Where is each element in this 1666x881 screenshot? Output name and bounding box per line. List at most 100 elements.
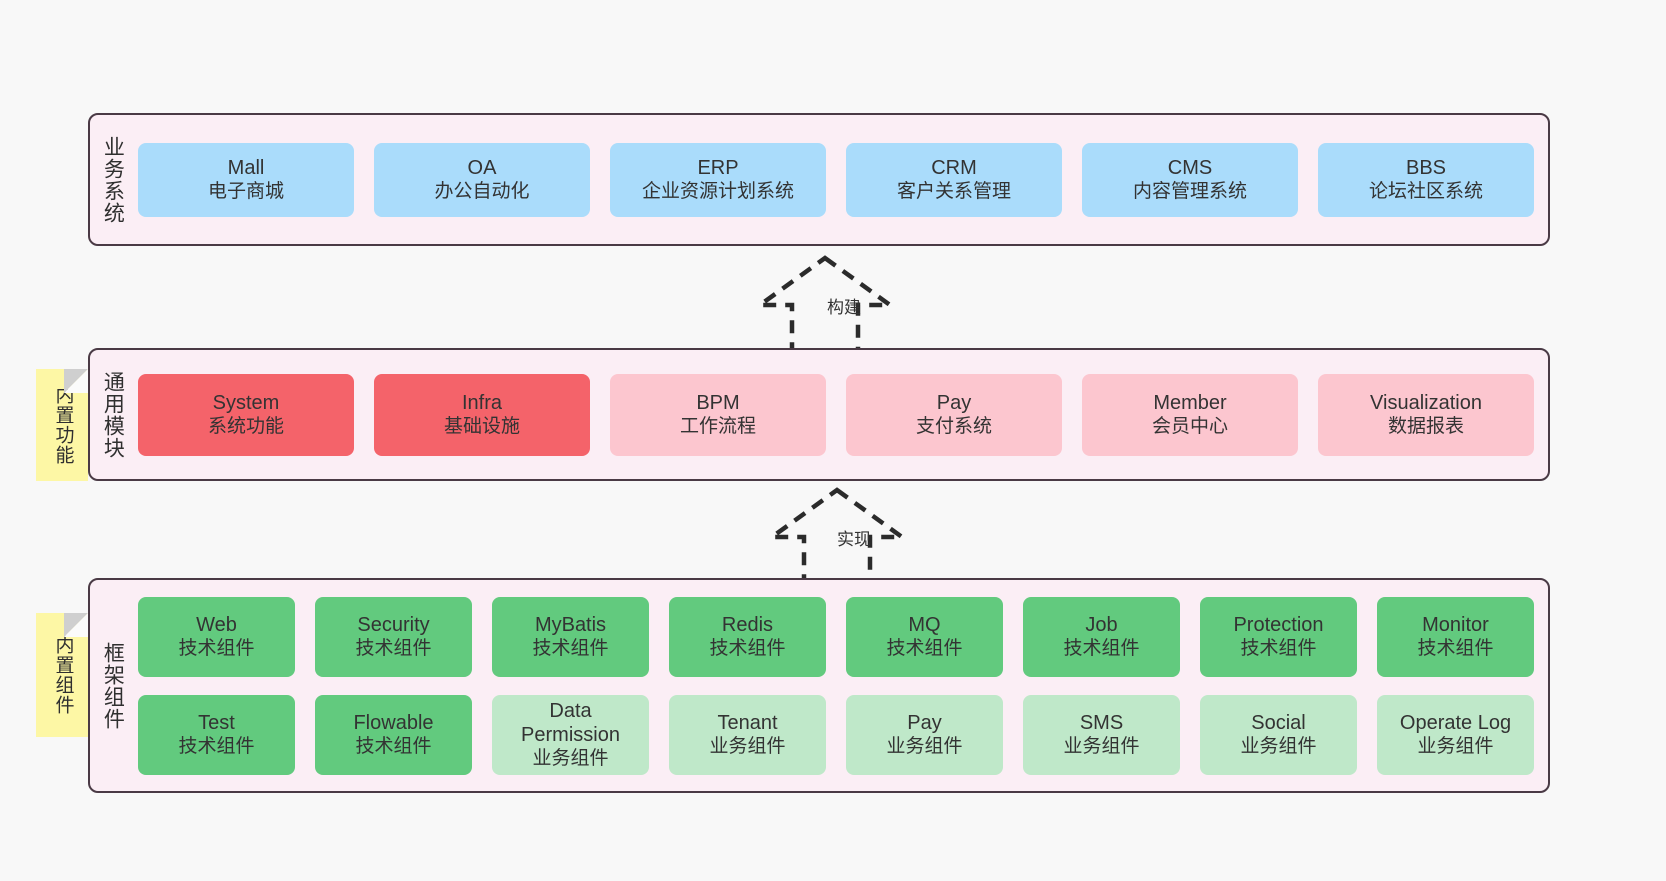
- node-security[interactable]: Security 技术组件: [315, 596, 472, 677]
- node-job[interactable]: Job 技术组件: [1023, 596, 1180, 677]
- node-subtitle: 业务组件: [886, 736, 963, 758]
- node-mybatis[interactable]: MyBatis 技术组件: [492, 596, 649, 677]
- node-mall[interactable]: Mall 电子商城: [138, 142, 354, 217]
- node-flowable[interactable]: Flowable 技术组件: [315, 694, 472, 775]
- node-subtitle: 技术组件: [1417, 638, 1494, 660]
- node-subtitle: 内容管理系统: [1132, 181, 1247, 203]
- layer-body-framework: Web 技术组件 Security 技术组件 MyBatis 技术组件 Redi…: [134, 580, 1548, 791]
- node-subtitle: 技术组件: [709, 638, 786, 660]
- node-title: Redis: [721, 613, 774, 636]
- arrow-build: 构建: [740, 253, 930, 354]
- node-title: Pay: [907, 711, 942, 734]
- layer-row: Test 技术组件 Flowable 技术组件 Data Permission …: [138, 694, 1534, 775]
- note-builtin-features: 内置功能: [36, 369, 88, 481]
- layer-row: System 系统功能 Infra 基础设施 BPM 工作流程 Pay 支付系统…: [138, 373, 1534, 456]
- node-title: Social: [1251, 711, 1306, 734]
- node-title: CRM: [931, 156, 977, 179]
- node-subtitle: 技术组件: [1240, 638, 1317, 660]
- node-subtitle: 客户关系管理: [896, 181, 1011, 203]
- node-title: Job: [1085, 613, 1118, 636]
- node-subtitle: 业务组件: [709, 736, 786, 758]
- node-subtitle: 技术组件: [178, 638, 255, 660]
- node-title: SMS: [1079, 711, 1124, 734]
- layer-title-framework: 框架组件: [101, 641, 125, 730]
- node-subtitle: 办公自动化: [434, 181, 530, 203]
- node-subtitle: 业务组件: [1417, 736, 1494, 758]
- node-title: Protection: [1233, 613, 1324, 636]
- node-title: BPM: [696, 391, 740, 414]
- node-subtitle: 技术组件: [532, 638, 609, 660]
- layer-business-systems: 业务系统 Mall 电子商城 OA 办公自动化 ERP 企业资源计划系统 CRM…: [88, 113, 1550, 246]
- node-pay[interactable]: Pay 支付系统: [846, 373, 1062, 456]
- node-subtitle: 系统功能: [207, 416, 284, 438]
- node-title: Mall: [227, 156, 265, 179]
- arrow-up-dashed-icon: [765, 487, 909, 586]
- node-operate-log[interactable]: Operate Log 业务组件: [1377, 694, 1534, 775]
- note-label: 内置功能: [52, 385, 74, 465]
- node-subtitle: 技术组件: [886, 638, 963, 660]
- layer-body-business: Mall 电子商城 OA 办公自动化 ERP 企业资源计划系统 CRM 客户关系…: [134, 115, 1548, 244]
- node-erp[interactable]: ERP 企业资源计划系统: [610, 142, 826, 217]
- node-test[interactable]: Test 技术组件: [138, 694, 295, 775]
- node-protection[interactable]: Protection 技术组件: [1200, 596, 1357, 677]
- node-bbs[interactable]: BBS 论坛社区系统: [1318, 142, 1534, 217]
- node-monitor[interactable]: Monitor 技术组件: [1377, 596, 1534, 677]
- layer-general-modules: 通用模块 System 系统功能 Infra 基础设施 BPM 工作流程 Pay…: [88, 348, 1550, 481]
- node-title: Infra: [461, 391, 503, 414]
- node-bpm[interactable]: BPM 工作流程: [610, 373, 826, 456]
- node-title: Monitor: [1422, 613, 1489, 636]
- node-member[interactable]: Member 会员中心: [1082, 373, 1298, 456]
- node-cms[interactable]: CMS 内容管理系统: [1082, 142, 1298, 217]
- node-title: MQ: [908, 613, 941, 636]
- node-title: Data Permission: [521, 699, 620, 746]
- arrow-up-dashed-icon: [753, 255, 897, 354]
- layer-row: Web 技术组件 Security 技术组件 MyBatis 技术组件 Redi…: [138, 596, 1534, 677]
- node-title: BBS: [1405, 156, 1447, 179]
- layer-title-modules: 通用模块: [101, 370, 125, 459]
- node-subtitle: 技术组件: [178, 736, 255, 758]
- layer-framework-components: 框架组件 Web 技术组件 Security 技术组件 MyBatis 技术组件…: [88, 578, 1550, 793]
- node-infra[interactable]: Infra 基础设施: [374, 373, 590, 456]
- node-title: Flowable: [353, 711, 434, 734]
- node-mq[interactable]: MQ 技术组件: [846, 596, 1003, 677]
- node-subtitle: 技术组件: [355, 736, 432, 758]
- node-pay-business[interactable]: Pay 业务组件: [846, 694, 1003, 775]
- node-social[interactable]: Social 业务组件: [1200, 694, 1357, 775]
- node-title: ERP: [697, 156, 739, 179]
- node-oa[interactable]: OA 办公自动化: [374, 142, 590, 217]
- layer-title-business: 业务系统: [101, 135, 125, 224]
- node-subtitle: 技术组件: [1063, 638, 1140, 660]
- node-title: Test: [198, 711, 235, 734]
- note-label: 内置组件: [52, 635, 74, 715]
- layer-body-modules: System 系统功能 Infra 基础设施 BPM 工作流程 Pay 支付系统…: [134, 350, 1548, 479]
- node-title: OA: [467, 156, 497, 179]
- node-title: Security: [357, 613, 430, 636]
- node-visualization[interactable]: Visualization 数据报表: [1318, 373, 1534, 456]
- node-system[interactable]: System 系统功能: [138, 373, 354, 456]
- node-title: Tenant: [717, 711, 778, 734]
- node-title: Pay: [936, 391, 972, 414]
- node-title: Web: [196, 613, 237, 636]
- node-tenant[interactable]: Tenant 业务组件: [669, 694, 826, 775]
- node-subtitle: 数据报表: [1387, 416, 1464, 438]
- node-sms[interactable]: SMS 业务组件: [1023, 694, 1180, 775]
- node-subtitle: 企业资源计划系统: [641, 181, 794, 203]
- node-subtitle: 业务组件: [532, 748, 609, 770]
- node-redis[interactable]: Redis 技术组件: [669, 596, 826, 677]
- node-web[interactable]: Web 技术组件: [138, 596, 295, 677]
- node-title: Visualization: [1370, 391, 1482, 414]
- node-subtitle: 工作流程: [679, 416, 756, 438]
- node-title: System: [212, 391, 280, 414]
- node-title: Operate Log: [1399, 711, 1512, 734]
- node-subtitle: 技术组件: [355, 638, 432, 660]
- node-title: Member: [1153, 391, 1227, 414]
- node-data-permission[interactable]: Data Permission 业务组件: [492, 694, 649, 775]
- node-subtitle: 基础设施: [443, 416, 520, 438]
- node-title: CMS: [1167, 156, 1213, 179]
- node-crm[interactable]: CRM 客户关系管理: [846, 142, 1062, 217]
- node-title: MyBatis: [534, 613, 607, 636]
- note-builtin-components: 内置组件: [36, 613, 88, 737]
- node-subtitle: 论坛社区系统: [1368, 181, 1483, 203]
- node-subtitle: 业务组件: [1063, 736, 1140, 758]
